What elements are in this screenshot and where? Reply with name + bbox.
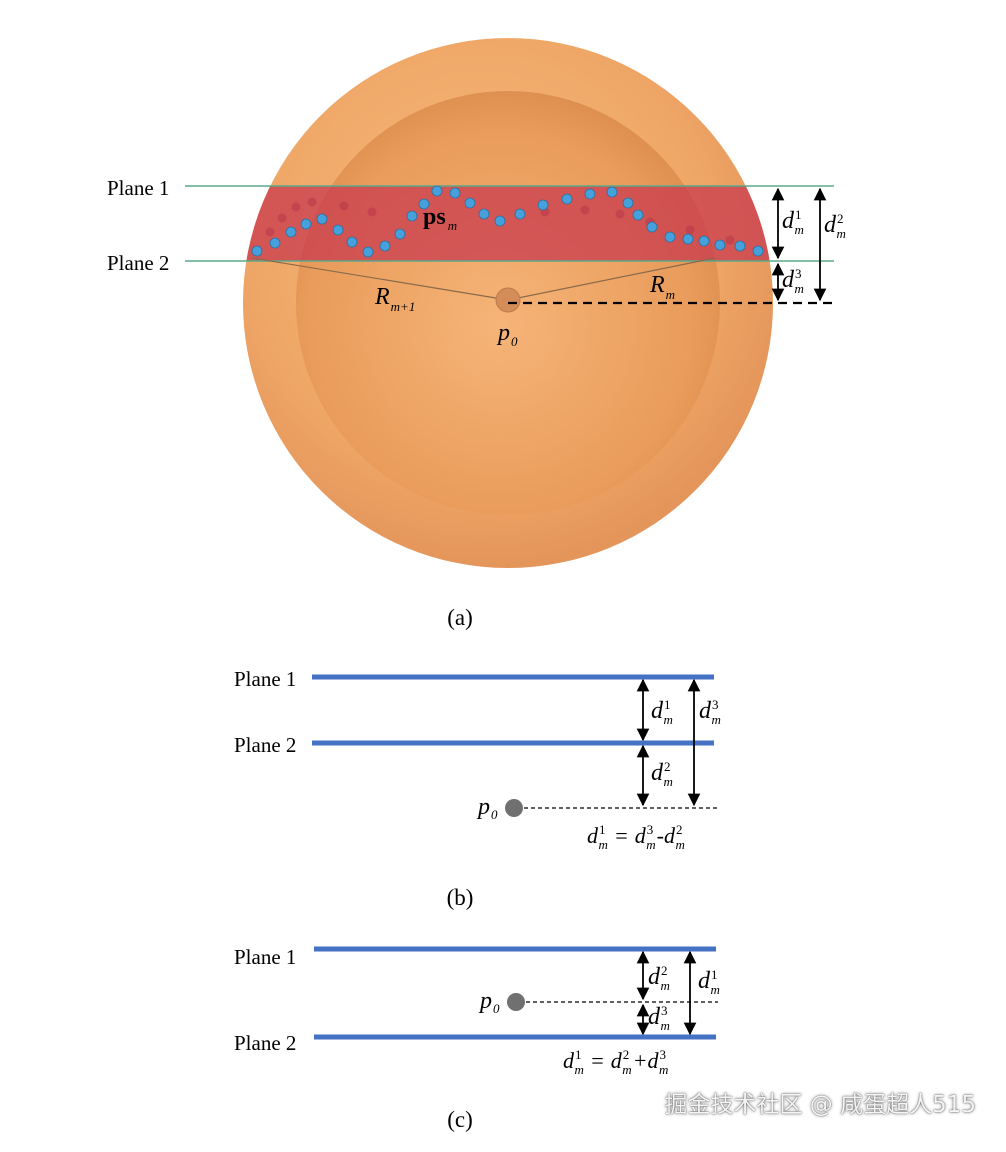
p0-label-c: p0 [478,988,500,1016]
caption-a: (a) [447,605,473,630]
p0-label-a: p0 [496,320,518,349]
plane1-label-c: Plane 1 [234,945,296,969]
r-outer-sub: m+1 [391,299,416,314]
p0-point-a [495,287,521,313]
r-inner-base: R [649,272,665,298]
p0-point-c [507,993,525,1011]
p0-label-b: p0 [476,794,498,822]
r-inner-sub: m [666,287,675,302]
r-outer-base: R [374,284,390,310]
ps-points [251,185,764,258]
plane1-label-b: Plane 1 [234,667,296,691]
r-inner-label: Rm [649,272,675,302]
p0-sub-a: 0 [511,334,518,349]
watermark: 掘金技术社区 @ 咸蛋超人515 [664,1092,976,1118]
ps-base: ps [423,204,446,230]
p0-base-a: p [496,320,510,346]
plane2-label-c: Plane 2 [234,1031,296,1055]
band-region [243,186,773,261]
p0-point-b [505,799,523,817]
caption-b: (b) [447,885,474,910]
radius-outer-line [251,257,509,301]
caption-c: (c) [447,1107,473,1132]
radius-inner-line [507,257,716,301]
plane2-label-b: Plane 2 [234,733,296,757]
ps-sub: m [448,218,457,233]
plane2-label-a: Plane 2 [107,251,169,275]
plane1-label-a: Plane 1 [107,176,169,200]
r-outer-label: Rm+1 [374,284,415,314]
